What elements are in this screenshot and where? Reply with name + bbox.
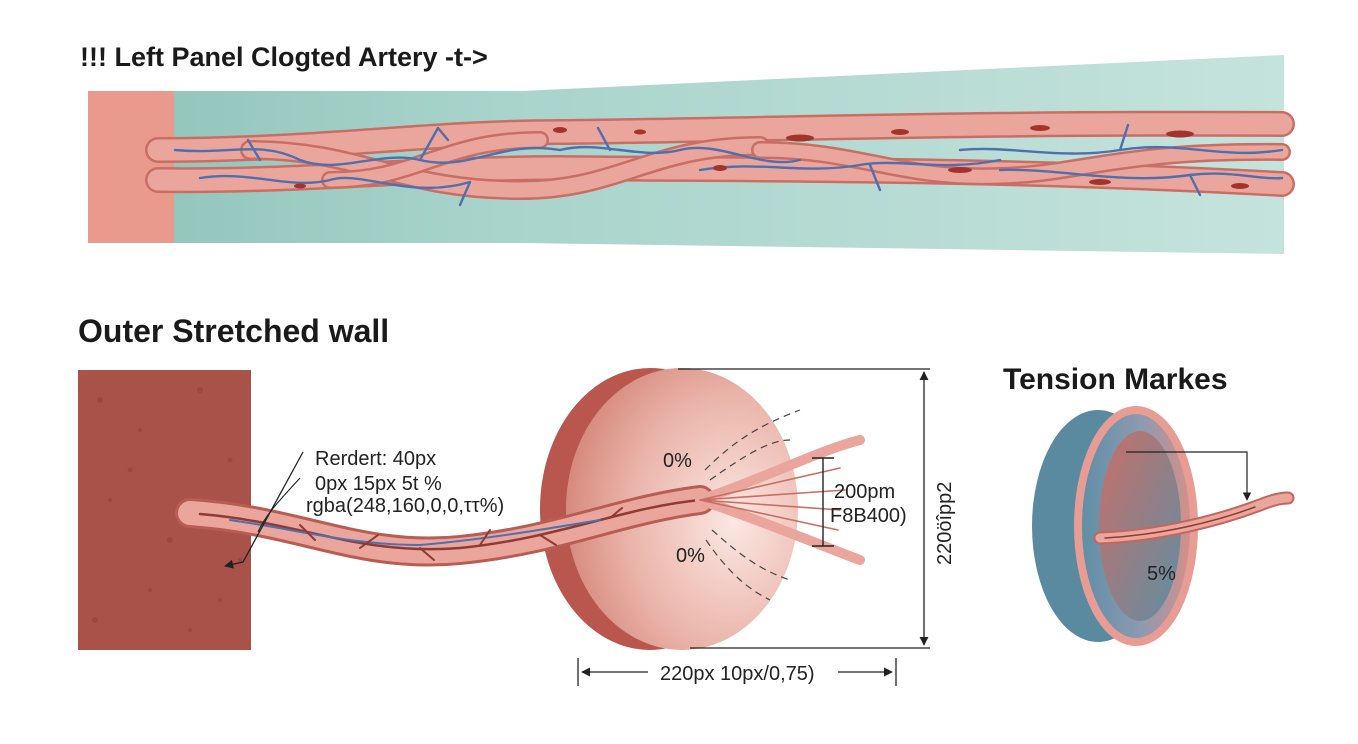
vein-network xyxy=(173,123,1284,207)
annotation-line-3: rgba(248,160,0,0,ττ%) xyxy=(306,495,504,517)
wall-section-title: Outer Stretched wall xyxy=(78,313,389,349)
tension-title: Tension Markes xyxy=(1003,363,1228,396)
wall-annotation: Rerdert: 40px 0px 15px 5t % rgba(248,160… xyxy=(224,448,504,569)
disc-top-label: 0% xyxy=(663,450,692,472)
tension-value: 5% xyxy=(1147,563,1176,585)
height-dimension xyxy=(678,368,930,649)
width-label: 220px 10px/0,75) xyxy=(660,663,815,685)
clogged-artery-panel xyxy=(88,55,1295,254)
bundle-label-2: F8B400) xyxy=(830,505,907,527)
bundle-label-1: 200pm xyxy=(834,481,895,503)
disc-bottom-label: 0% xyxy=(676,545,705,567)
annotation-leader xyxy=(224,451,304,569)
stress-lines xyxy=(704,409,801,601)
annotation-line-2: 0px 15px 5t % xyxy=(315,473,442,495)
tension-pointer xyxy=(1126,451,1252,501)
tension-ring xyxy=(1032,406,1198,646)
clot-deposits xyxy=(294,125,1249,189)
wall-texture xyxy=(92,387,242,632)
stretched-vessel xyxy=(175,435,865,567)
tension-vessel xyxy=(1093,491,1295,545)
height-label: 220öîpp2 xyxy=(934,482,956,565)
annotation-line-1: Rerdert: 40px xyxy=(315,448,436,470)
tissue-pink-section xyxy=(88,91,174,243)
width-dimension xyxy=(577,658,897,686)
top-panel-title: !!! Left Panel Clogted Artery -t-> xyxy=(80,42,488,72)
bundle-dimension xyxy=(812,457,834,547)
artery-vessels xyxy=(145,110,1295,201)
